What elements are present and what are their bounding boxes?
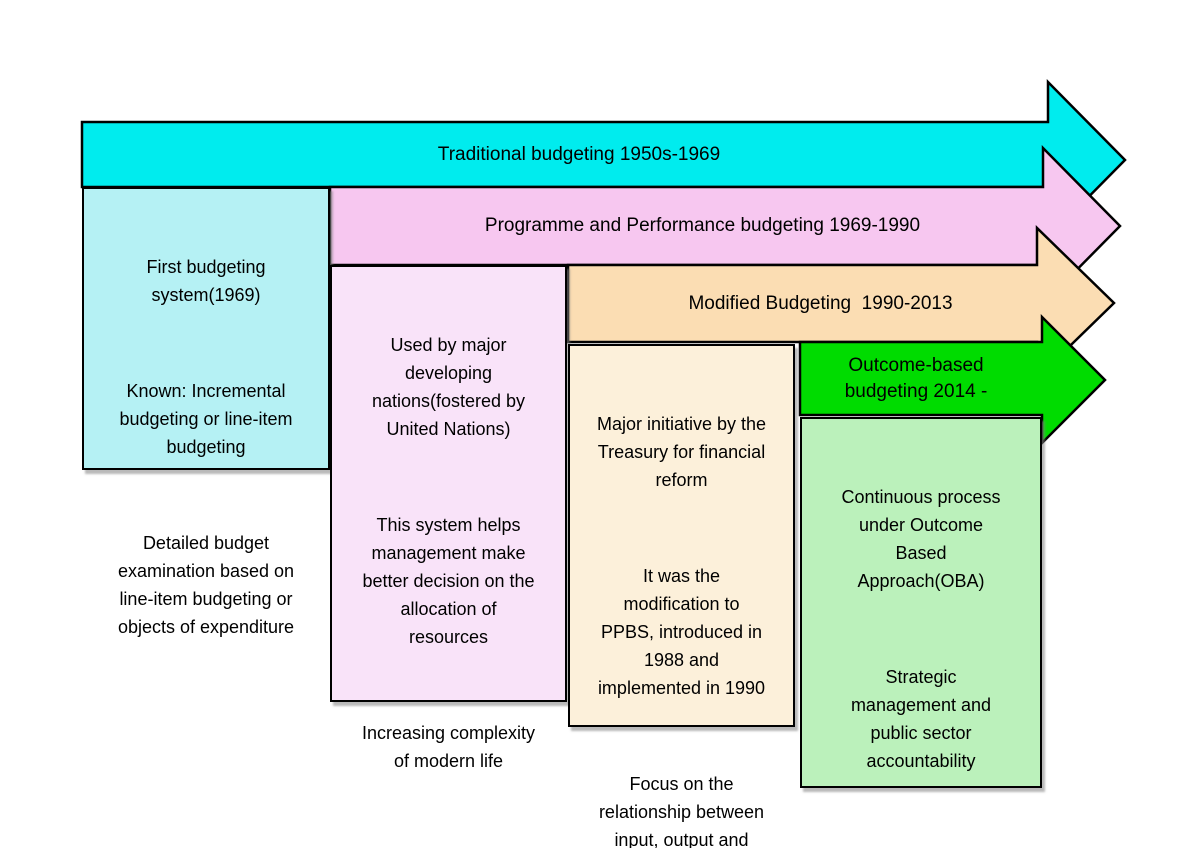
traditional-banner-label: Traditional budgeting 1950s-1969 xyxy=(437,143,721,165)
modified-panel-paragraph-2: It was the modification to PPBS, introdu… xyxy=(597,566,766,698)
traditional-panel-paragraph-1: First budgeting system(1969) xyxy=(146,257,266,305)
outcome-panel-paragraph-2: Strategic management and public sector a… xyxy=(850,667,992,771)
traditional-panel-paragraph-3: Detailed budget examination based on lin… xyxy=(117,533,295,637)
modified-panel-paragraph-3: Focus on the relationship between input,… xyxy=(598,774,765,848)
programme-panel: Used by major developing nations(fostere… xyxy=(330,265,567,848)
modified-panel: Major initiative by the Treasury for fin… xyxy=(568,344,795,848)
programme-panel-paragraph-3: Increasing complexity of modern life xyxy=(361,723,536,771)
programme-panel-paragraph-1: Used by major developing nations(fostere… xyxy=(371,335,526,439)
programme-panel-paragraph-4: Increase in demands for government activ… xyxy=(336,843,561,848)
traditional-panel-paragraph-2: Known: Incremental budgeting or line-ite… xyxy=(119,381,293,457)
outcome-panel: Continuous process under Outcome Based A… xyxy=(800,417,1042,848)
modified-panel-paragraph-1: Major initiative by the Treasury for fin… xyxy=(596,414,767,490)
outcome-banner-label: Outcome-based budgeting 2014 - xyxy=(844,354,988,402)
modified-banner-label: Modified Budgeting 1990-2013 xyxy=(688,292,953,314)
outcome-panel-paragraph-3: Subset of intergrated approach to result… xyxy=(806,843,1036,848)
outcome-panel-paragraph-1: Continuous process under Outcome Based A… xyxy=(841,487,1001,591)
programme-panel-paragraph-2: This system helps management make better… xyxy=(362,515,535,647)
traditional-panel: First budgeting system(1969) Known: Incr… xyxy=(82,187,330,637)
programme-banner-label: Programme and Performance budgeting 1969… xyxy=(484,215,921,236)
modified-arrow xyxy=(566,225,1116,381)
outcome-arrow xyxy=(798,313,1107,447)
